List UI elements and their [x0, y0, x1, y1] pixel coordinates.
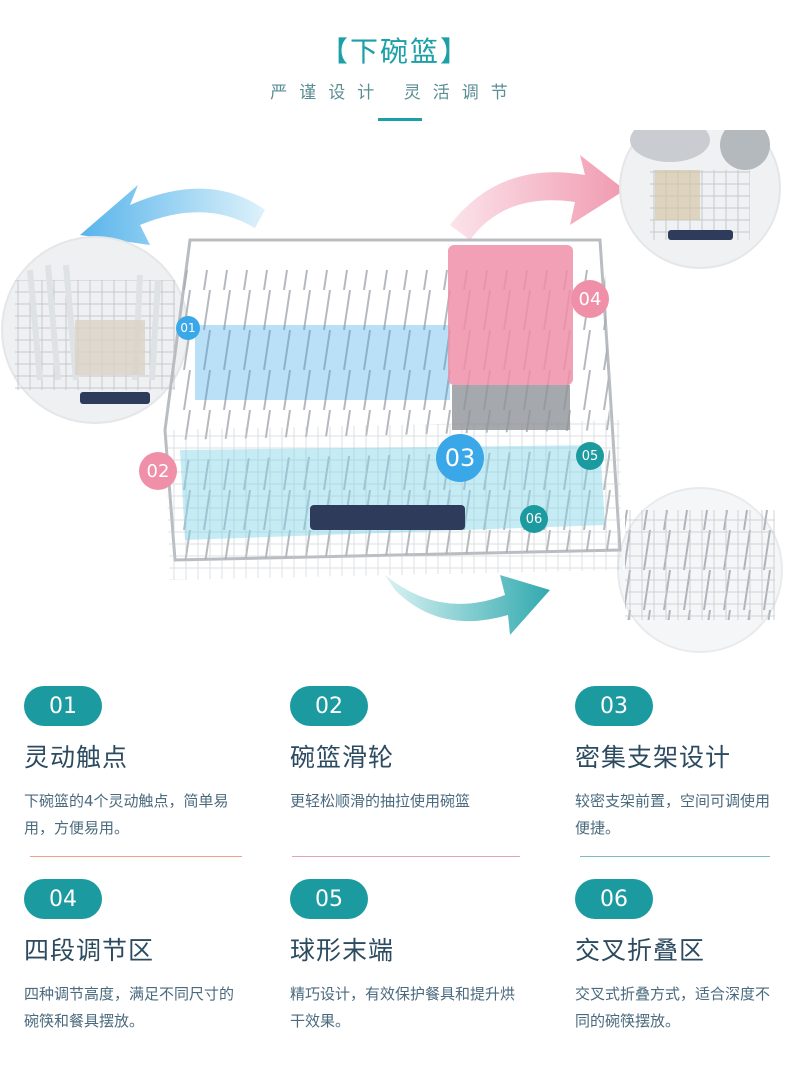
feature-title: 球形末端: [290, 936, 395, 965]
inset-right-bottom: [617, 487, 783, 653]
marker-01: 01: [176, 316, 200, 340]
page-subtitle: 严谨设计 灵活调节: [270, 83, 520, 103]
feature-number-badge: 06: [575, 879, 653, 919]
arrow-pink-icon: [450, 155, 625, 240]
feature-01: 01 灵动触点 下碗篮的4个灵动触点，简单易用，方便易用。: [24, 686, 264, 842]
feature-06: 06 交叉折叠区 交叉式折叠方式，适合深度不同的碗筷摆放。: [575, 879, 790, 1035]
marker-05: 05: [576, 442, 604, 470]
feature-description: 下碗篮的4个灵动触点，简单易用，方便易用。: [24, 792, 229, 837]
feature-number-badge: 01: [24, 686, 102, 726]
feature-title: 碗篮滑轮: [290, 743, 395, 772]
divider-3: [580, 856, 770, 857]
feature-title: 四段调节区: [24, 936, 155, 965]
feature-02: 02 碗篮滑轮 更轻松顺滑的抽拉使用碗篮: [290, 686, 530, 815]
marker-04: 04: [571, 280, 609, 318]
inset-left: [1, 236, 189, 424]
feature-number-badge: 02: [290, 686, 368, 726]
divider-2: [292, 856, 520, 857]
title-underline: [378, 118, 422, 121]
marker-06: 06: [520, 505, 548, 533]
feature-description: 交叉式折叠方式，适合深度不同的碗筷摆放。: [575, 985, 771, 1030]
dish-rack-illustration: [1, 107, 783, 653]
feature-title: 密集支架设计: [575, 743, 732, 772]
arrow-blue-icon: [80, 185, 265, 245]
main-rack: [163, 238, 622, 580]
feature-05: 05 球形末端 精巧设计，有效保护餐具和提升烘干效果。: [290, 879, 530, 1035]
feature-number-badge: 05: [290, 879, 368, 919]
hero-illustration: 01 02 03 04 05 06: [0, 107, 790, 670]
marker-03: 03: [436, 434, 484, 482]
marker-02: 02: [139, 452, 177, 490]
divider-1: [30, 856, 242, 857]
zone-01: [195, 325, 450, 400]
feature-description: 精巧设计，有效保护餐具和提升烘干效果。: [290, 985, 516, 1030]
feature-number-badge: 03: [575, 686, 653, 726]
feature-number-badge: 04: [24, 879, 102, 919]
feature-description: 较密支架前置，空间可调使用便捷。: [575, 792, 771, 837]
feature-03: 03 密集支架设计 较密支架前置，空间可调使用便捷。: [575, 686, 790, 842]
feature-04: 04 四段调节区 四种调节高度，满足不同尺寸的碗筷和餐具摆放。: [24, 879, 264, 1035]
feature-description: 四种调节高度，满足不同尺寸的碗筷和餐具摆放。: [24, 985, 235, 1030]
feature-title: 交叉折叠区: [575, 936, 706, 965]
arrow-teal-icon: [385, 575, 550, 635]
feature-description: 更轻松顺滑的抽拉使用碗篮: [290, 792, 471, 810]
feature-title: 灵动触点: [24, 743, 129, 772]
zone-02: [180, 445, 605, 540]
page-title: 【下碗篮】: [319, 35, 470, 68]
cutlery-basket: [448, 245, 573, 385]
inset-right-top: [619, 107, 781, 269]
